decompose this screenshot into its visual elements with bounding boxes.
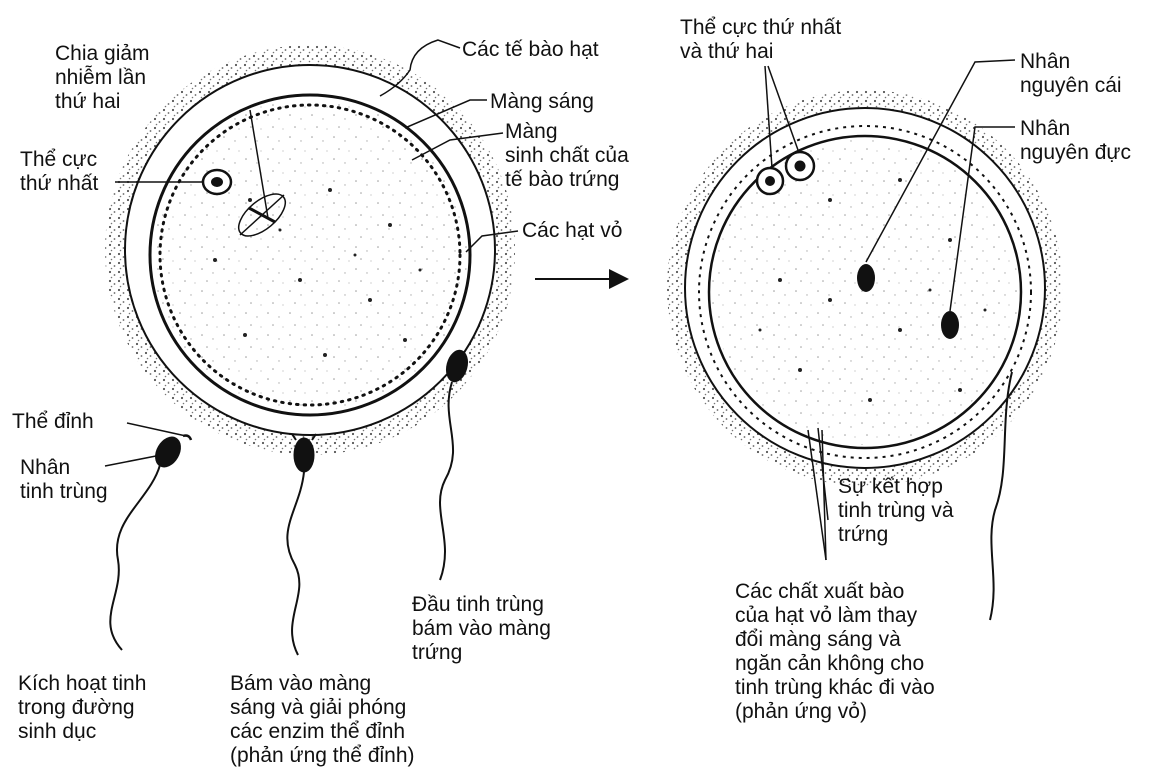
- label-first-polar-body: Thể cực thứ nhất: [20, 148, 98, 196]
- male-pronucleus: [941, 311, 959, 339]
- female-pronucleus: [857, 264, 875, 292]
- left-cytoplasm: [153, 98, 467, 412]
- label-sperm-nucleus: Nhân tinh trùng: [20, 456, 108, 504]
- sperm-zona-binding: [287, 434, 316, 655]
- label-acrosome: Thể đỉnh: [12, 410, 94, 434]
- label-granulosa-cells: Các tế bào hạt: [462, 38, 599, 62]
- label-second-meiosis: Chia giảm nhiễm lần thứ hai: [55, 42, 150, 114]
- label-zona-pellucida: Màng sáng: [490, 90, 594, 114]
- label-activation: Kích hoạt tinh trong đường sinh dục: [18, 672, 146, 744]
- label-cortical-reaction: Các chất xuất bào của hạt vỏ làm thay đổ…: [735, 580, 935, 724]
- label-female-pronucleus: Nhân nguyên cái: [1020, 50, 1122, 98]
- label-sperm-head-binding: Đầu tinh trùng bám vào màng trứng: [412, 593, 551, 665]
- label-egg-plasma-membrane: Màng sinh chất của tế bào trứng: [505, 120, 629, 192]
- label-fusion: Sự kết hợp tinh trùng và trứng: [838, 475, 954, 547]
- label-polar-bodies: Thể cực thứ nhất và thứ hai: [680, 16, 841, 64]
- label-cortical-granules: Các hạt vỏ: [522, 219, 622, 243]
- label-acrosome-reaction: Bám vào màng sáng và giải phóng các enzi…: [230, 672, 415, 768]
- label-male-pronucleus: Nhân nguyên đực: [1020, 117, 1131, 165]
- sperm-activation: [110, 433, 191, 650]
